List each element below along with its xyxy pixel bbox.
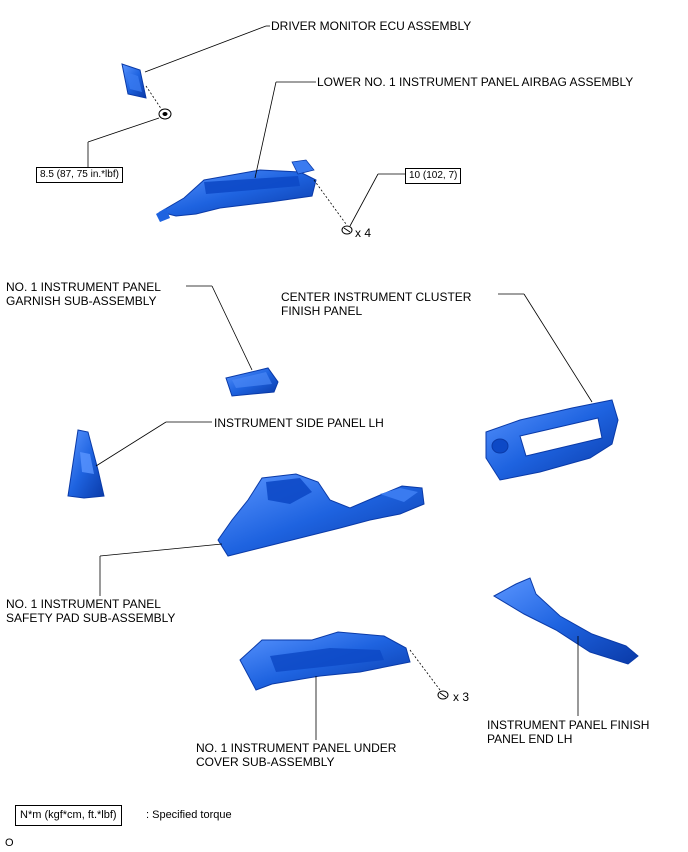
under-cover-screw-part <box>437 690 449 700</box>
center-cluster-panel-part <box>485 399 619 481</box>
safety-pad-part <box>217 473 425 557</box>
legend-description: : Specified torque <box>146 809 232 821</box>
label-under-cover: NO. 1 INSTRUMENT PANEL UNDER COVER SUB-A… <box>196 741 397 769</box>
label-center-cluster: CENTER INSTRUMENT CLUSTER FINISH PANEL <box>281 290 472 318</box>
ecu-leader-line <box>144 25 267 73</box>
ecu-nut-part <box>158 108 172 120</box>
garnish-part <box>225 367 279 397</box>
torque-ecu-nut: 8.5 (87, 75 in.*lbf) <box>36 167 123 183</box>
footer-code: O <box>5 837 14 849</box>
label-airbag-assembly: LOWER NO. 1 INSTRUMENT PANEL AIRBAG ASSE… <box>317 75 634 89</box>
side-panel-part <box>67 429 105 499</box>
qty-under-cover-screws: x 3 <box>453 690 470 704</box>
label-driver-monitor-ecu: DRIVER MONITOR ECU ASSEMBLY <box>271 19 472 33</box>
label-safety-pad: NO. 1 INSTRUMENT PANEL SAFETY PAD SUB-AS… <box>6 597 176 625</box>
legend-torque-box: N*m (kgf*cm, ft.*lbf) <box>15 805 122 826</box>
airbag-assembly-part <box>156 159 317 222</box>
side-panel-leader-line <box>95 421 167 467</box>
cluster-leader-line <box>523 293 593 403</box>
garnish-leader-line <box>211 285 253 371</box>
airbag-leader-line <box>254 81 277 179</box>
qty-airbag-bolts: x 4 <box>355 226 372 240</box>
airbag-bolt-part <box>341 225 353 235</box>
label-finish-panel-end: INSTRUMENT PANEL FINISH PANEL END LH <box>487 718 650 746</box>
label-side-panel: INSTRUMENT SIDE PANEL LH <box>214 416 384 430</box>
under-cover-part <box>239 631 411 691</box>
ecu-nut-dashed-line <box>145 85 163 111</box>
safety-pad-leader-line <box>99 543 223 557</box>
finish-panel-end-part <box>492 577 639 665</box>
driver-monitor-ecu-part <box>121 63 147 99</box>
torque-airbag-bolt: 10 (102, 7) <box>405 168 462 184</box>
label-garnish: NO. 1 INSTRUMENT PANEL GARNISH SUB-ASSEM… <box>6 280 161 308</box>
